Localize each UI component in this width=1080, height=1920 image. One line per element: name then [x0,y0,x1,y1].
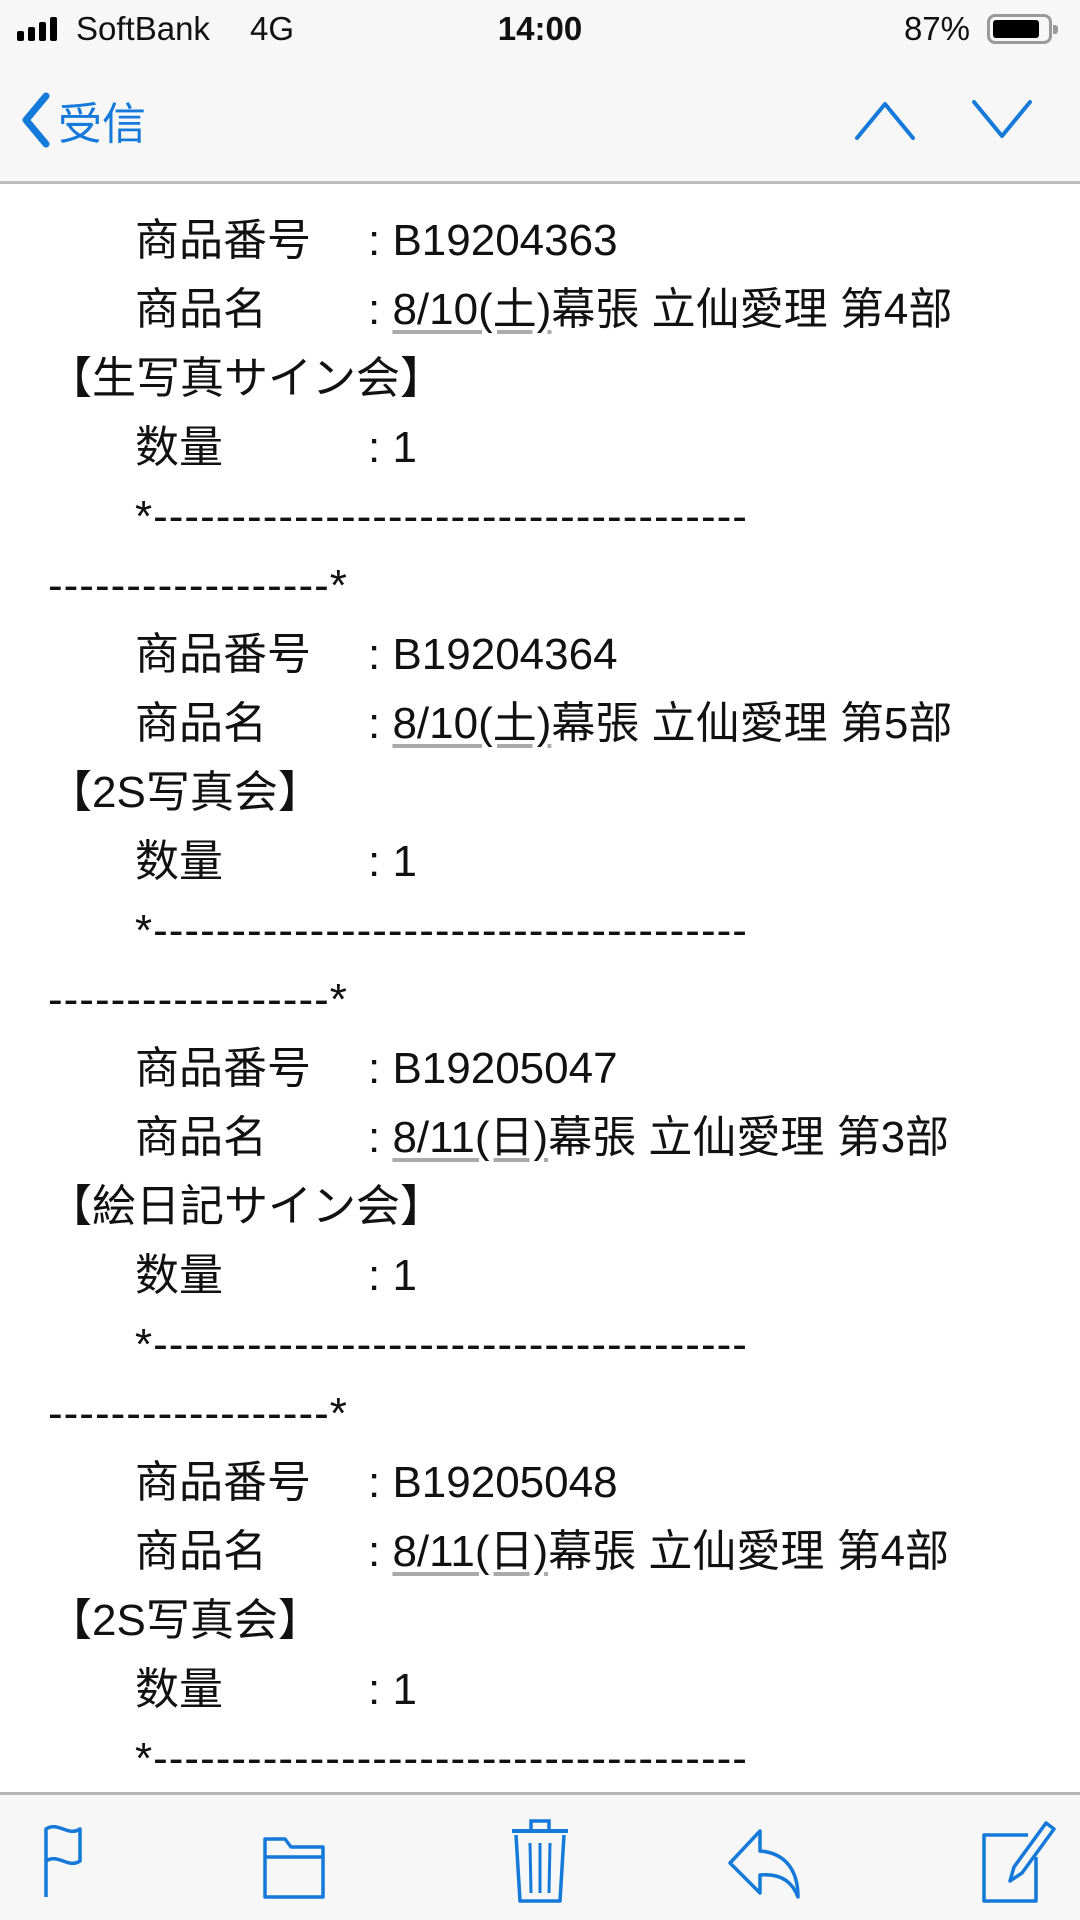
separator-line: ------------------* [48,1389,348,1438]
product-number-value: : B19205048 [368,1458,618,1507]
separator-line: ------------------* [48,561,348,610]
quantity-row: 数量 : 1 [0,1241,1080,1310]
product-name-continuation: 【2S写真会】 [48,768,322,817]
trash-icon [512,1819,568,1903]
chevron-left-icon [22,92,50,148]
signal-strength-icon [17,17,57,41]
battery-icon [987,14,1058,44]
product-name-row: 商品名 : 8/11(日)幕張 立仙愛理 第4部 [0,1517,1080,1586]
trash-button[interactable] [500,1817,580,1903]
product-number-value: : B19205047 [368,1044,618,1093]
separator-line: *-------------------------------------- [135,1734,748,1783]
product-number-value: : B19204364 [368,630,618,679]
carrier-name: SoftBank [76,10,210,47]
quantity-row: 数量 : 1 [0,413,1080,482]
product-number-row: 商品番号 : B19204363 [0,206,1080,275]
separator-line: *-------------------------------------- [135,492,748,541]
product-name-value: 幕張 立仙愛理 第3部 [548,1113,950,1162]
product-number-label: 商品番号 [135,1458,311,1507]
date-link[interactable]: 8/10(土) [392,699,552,748]
back-label: 受信 [58,100,146,149]
date-link[interactable]: 8/11(日) [392,1113,549,1162]
product-number-label: 商品番号 [135,1044,311,1093]
product-number-row: 商品番号 : B19204364 [0,620,1080,689]
product-number-row: 商品番号 : B19205048 [0,1448,1080,1517]
product-name-label: 商品名 [135,1527,267,1576]
next-message-button[interactable] [972,98,1032,142]
date-link[interactable]: 8/11(日) [392,1527,549,1576]
product-number-row: 商品番号 : B19205047 [0,1034,1080,1103]
product-number-label: 商品番号 [135,630,311,679]
move-to-folder-button[interactable] [255,1817,335,1903]
product-name-label: 商品名 [135,1113,267,1162]
quantity-row: 数量 : 1 [0,827,1080,896]
quantity-label: 数量 [135,837,223,886]
product-name-value: 幕張 立仙愛理 第4部 [551,285,953,334]
reply-button[interactable] [720,1817,810,1903]
product-name-label: 商品名 [135,285,267,334]
product-name-row: 商品名 : 8/11(日)幕張 立仙愛理 第3部 [0,1103,1080,1172]
product-number-label: 商品番号 [135,216,311,265]
folder-icon [263,1837,325,1899]
date-link[interactable]: 8/10(土) [392,285,552,334]
quantity-label: 数量 [135,1251,223,1300]
quantity-value: : 1 [368,1665,417,1714]
quantity-label: 数量 [135,423,223,472]
separator-line: *-------------------------------------- [135,1320,748,1369]
quantity-row: 数量 : 1 [0,1655,1080,1724]
product-name-row: 商品名 : 8/10(土)幕張 立仙愛理 第5部 [0,689,1080,758]
product-name-label: 商品名 [135,699,267,748]
chevron-up-icon [855,102,915,140]
flag-button[interactable] [28,1817,98,1903]
back-to-inbox-button[interactable]: 受信 [18,88,146,152]
email-body[interactable]: 商品番号 : B19204363 商品名 : 8/10(土)幕張 立仙愛理 第4… [0,186,1080,1792]
previous-message-button[interactable] [855,98,915,142]
quantity-value: : 1 [368,1251,417,1300]
quantity-value: : 1 [368,837,417,886]
quantity-label: 数量 [135,1665,223,1714]
product-number-value: : B19204363 [368,216,618,265]
navigation-bar: 受信 [0,58,1080,184]
separator-line: ------------------* [48,975,348,1024]
flag-icon [44,1825,82,1897]
product-name-value: 幕張 立仙愛理 第4部 [548,1527,950,1576]
product-name-continuation: 【生写真サイン会】 [48,354,444,403]
separator-line: *-------------------------------------- [135,906,748,955]
product-name-continuation: 【絵日記サイン会】 [48,1182,444,1231]
compose-button[interactable] [970,1817,1060,1903]
quantity-value: : 1 [368,423,417,472]
network-type: 4G [250,10,295,47]
compose-icon [982,1821,1056,1903]
status-bar: SoftBank 4G 14:00 87% [0,0,1080,58]
product-name-value: 幕張 立仙愛理 第5部 [551,699,953,748]
product-name-row: 商品名 : 8/10(土)幕張 立仙愛理 第4部 [0,275,1080,344]
clock: 14:00 [497,10,583,47]
reply-icon [728,1829,800,1899]
battery-percent: 87% [903,10,970,47]
product-name-continuation: 【2S写真会】 [48,1596,322,1645]
bottom-toolbar [0,1792,1080,1920]
chevron-down-icon [972,100,1032,138]
